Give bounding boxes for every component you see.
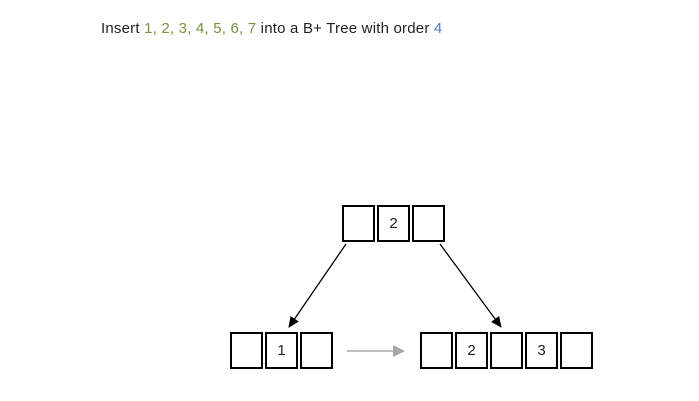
right-leaf-cell-2 bbox=[490, 332, 523, 369]
right-leaf-node: 2 3 bbox=[420, 332, 593, 369]
right-leaf-cell-0 bbox=[420, 332, 453, 369]
root-cell-2 bbox=[412, 205, 445, 242]
title-prefix: Insert bbox=[101, 20, 145, 37]
edge-root-to-right-leaf-arrow bbox=[439, 243, 502, 328]
left-leaf-cell-0 bbox=[230, 332, 263, 369]
left-leaf-cell-2 bbox=[300, 332, 333, 369]
root-node: 2 bbox=[342, 205, 445, 242]
right-leaf-cell-1: 2 bbox=[455, 332, 488, 369]
root-cell-0 bbox=[342, 205, 375, 242]
left-leaf-node: 1 bbox=[230, 332, 333, 369]
title-insert-numbers: 1, 2, 3, 4, 5, 6, 7 bbox=[144, 20, 257, 37]
edge-root-to-left-leaf-arrow bbox=[288, 243, 347, 328]
diagram-title: Insert 1, 2, 3, 4, 5, 6, 7 into a B+ Tre… bbox=[101, 20, 442, 37]
right-leaf-cell-3: 3 bbox=[525, 332, 558, 369]
root-cell-1: 2 bbox=[377, 205, 410, 242]
title-middle: into a B+ Tree with order bbox=[256, 20, 434, 37]
right-leaf-cell-4 bbox=[560, 332, 593, 369]
left-leaf-cell-1: 1 bbox=[265, 332, 298, 369]
title-order-value: 4 bbox=[433, 20, 443, 37]
